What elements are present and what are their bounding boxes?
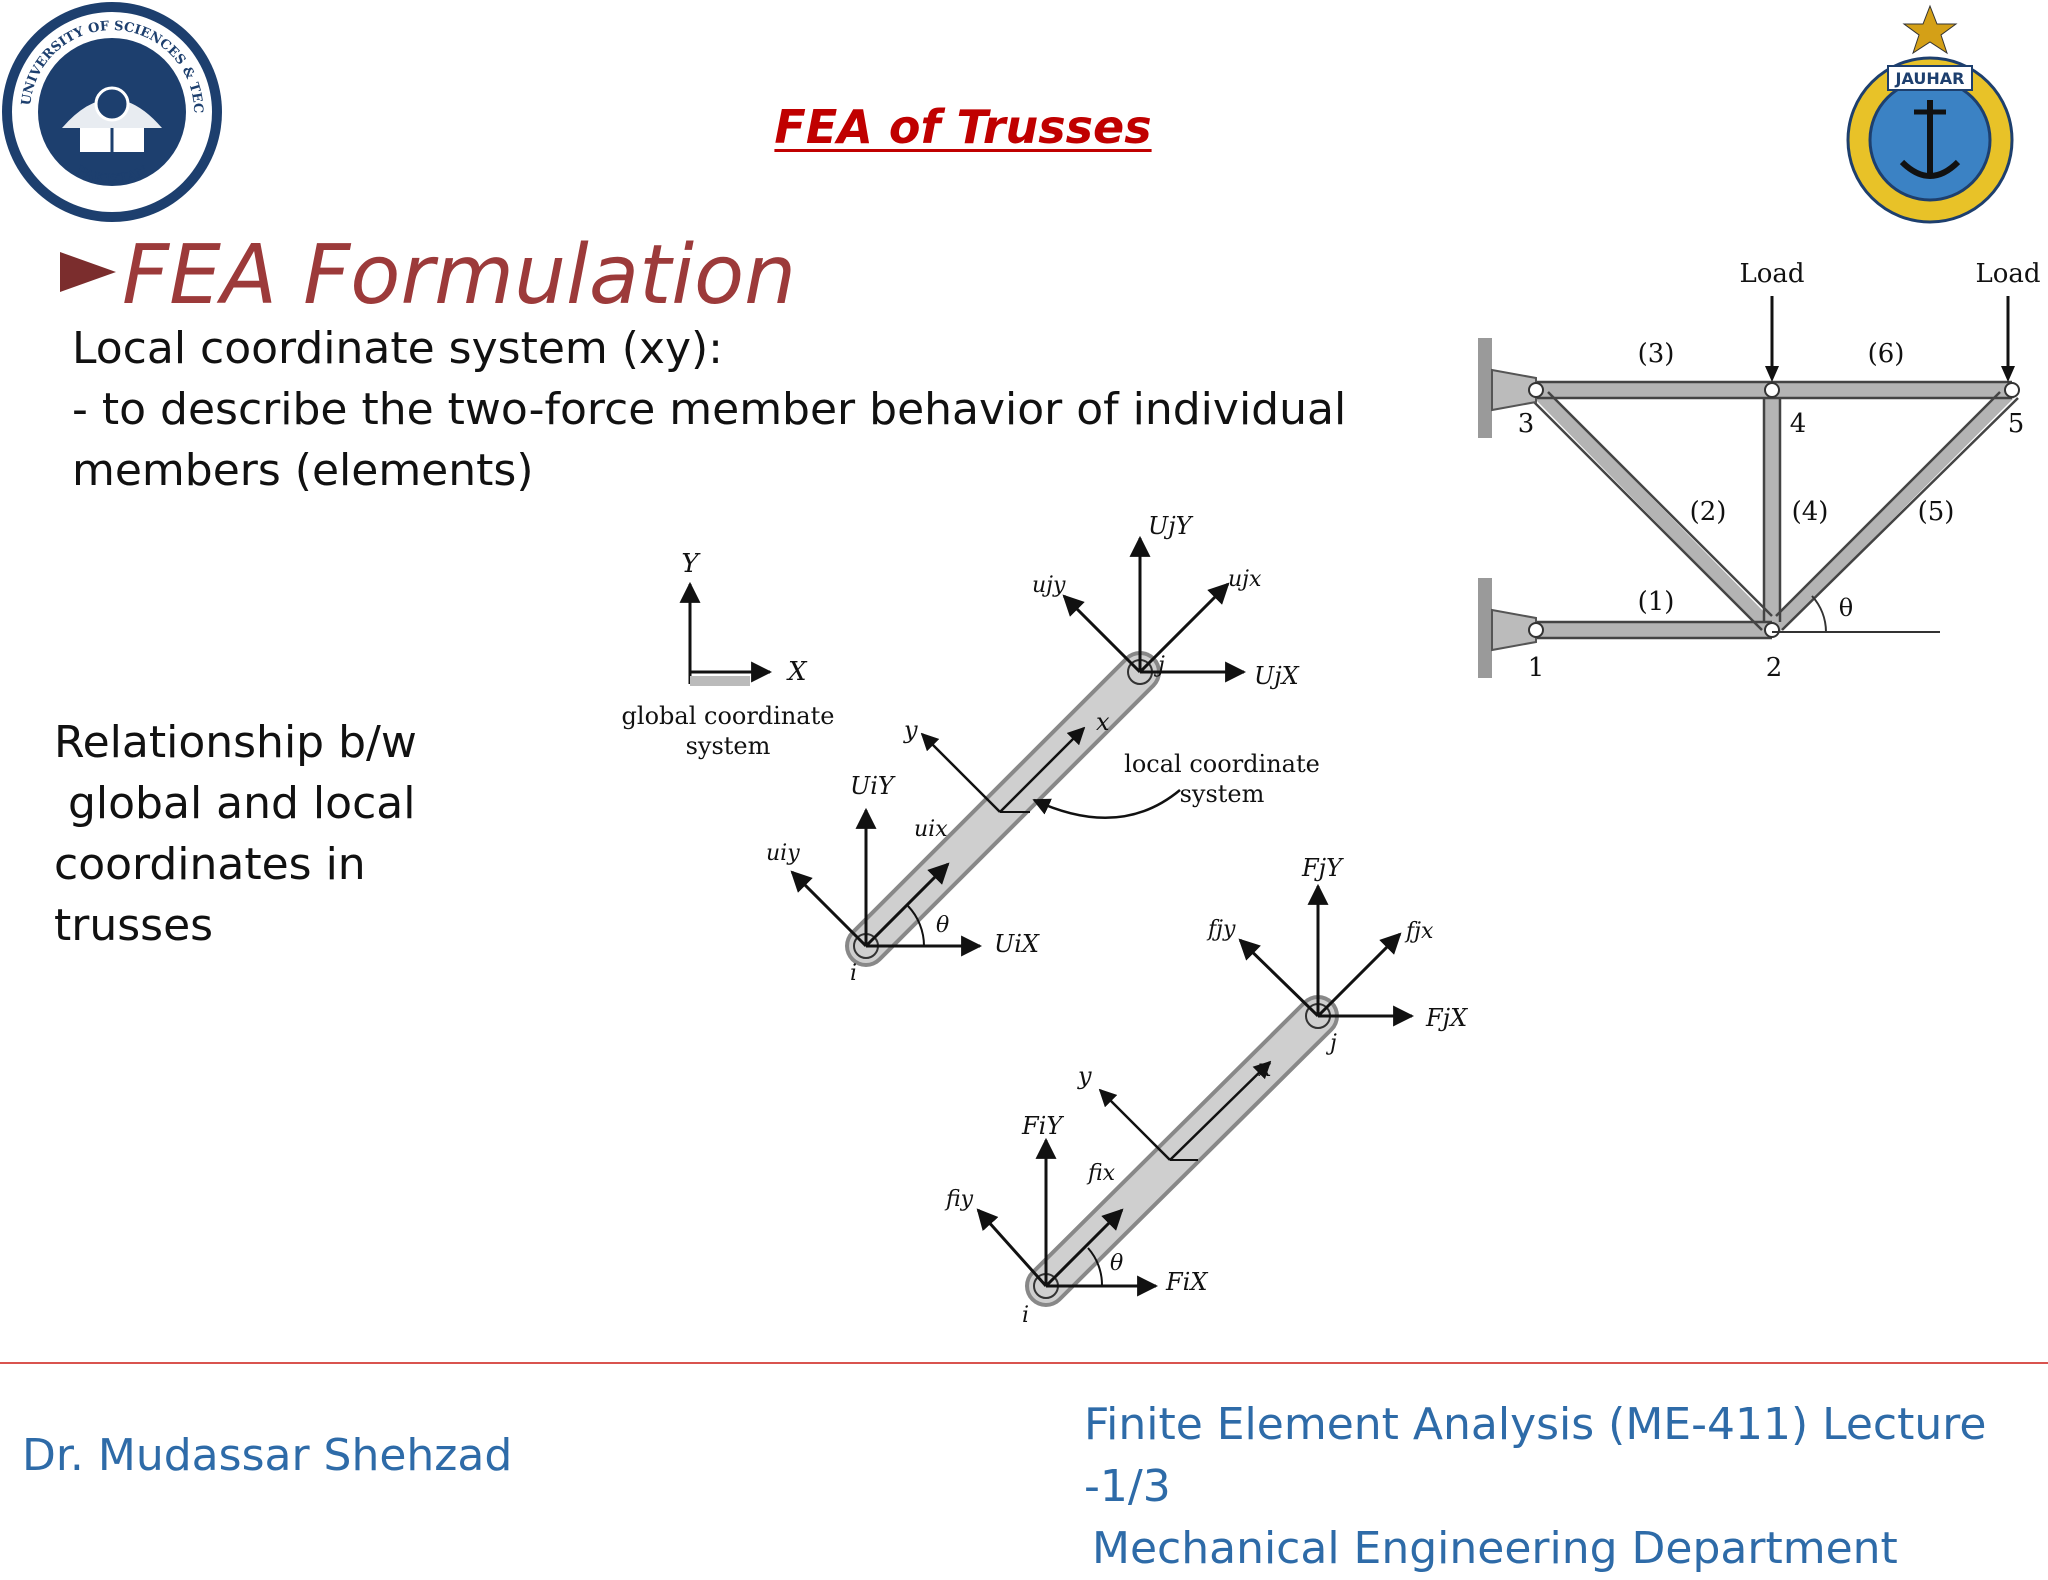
load-label: Load [1975, 259, 2040, 289]
side-note-line: global and local [54, 778, 416, 829]
paragraph-line: Local coordinate system (xy): [72, 323, 723, 374]
theta-label: θ [1110, 1251, 1123, 1276]
intro-paragraph: Local coordinate system (xy): - to descr… [72, 318, 1372, 501]
node-label: 2 [1766, 653, 1783, 683]
UjY-label: UjY [1148, 512, 1194, 540]
local-caption-line: local coordinate [1124, 750, 1320, 778]
local-y-label: y [903, 716, 918, 744]
arrow-bullet-icon [60, 251, 116, 292]
angle-label: θ [1839, 594, 1853, 622]
heading-text: FEA Formulation [122, 228, 797, 323]
department-name: Mechanical Engineering Department [1092, 1523, 1898, 1574]
node-label: 5 [2008, 409, 2025, 439]
ujx-label: ujx [1228, 567, 1262, 592]
side-note-line: Relationship b/w [54, 717, 417, 768]
truss-diagram: Load Load (1) (2) (3) (4) (5) (6) 1 2 3 … [1478, 259, 2041, 683]
node-i-label: i [1022, 1303, 1029, 1328]
UiY-label: UiY [850, 772, 896, 800]
global-caption-line: system [686, 732, 771, 760]
nust-logo: NATIONAL UNIVERSITY OF SCIENCES & TECHNO… [0, 0, 222, 222]
local-y-label: y [1077, 1062, 1092, 1090]
theta-label: θ [936, 913, 949, 938]
side-note-line: trusses [54, 900, 214, 951]
author-name: Dr. Mudassar Shehzad [22, 1430, 513, 1481]
force-diagram: x y FjY fjy fjx FjX j FiY fix fiy FiX θ … [944, 854, 1468, 1328]
member-label: (5) [1918, 497, 1955, 527]
member-label: (4) [1792, 497, 1829, 527]
global-y-axis-label: Y [681, 549, 701, 579]
node-label: 3 [1518, 409, 1535, 439]
local-caption-line: system [1180, 780, 1265, 808]
UjX-label: UjX [1254, 662, 1300, 690]
jauhar-banner-text: JAUHAR [1895, 69, 1965, 88]
local-x-label: x [1258, 1054, 1272, 1082]
course-info: Finite Element Analysis (ME-411) Lecture… [1084, 1394, 2048, 1580]
node-i-label: i [850, 961, 857, 986]
member-label: (1) [1638, 587, 1675, 617]
local-x-label: x [1096, 708, 1110, 736]
member-label: (3) [1638, 339, 1675, 369]
side-note: Relationship b/w global and local coordi… [54, 712, 474, 956]
FiX-label: FiX [1165, 1268, 1208, 1296]
member-label: (6) [1868, 339, 1905, 369]
ujy-label: ujy [1032, 573, 1066, 598]
fjx-label: fjx [1404, 919, 1434, 944]
uiy-label: uiy [766, 841, 800, 866]
uix-label: uix [914, 817, 948, 842]
jauhar-logo: JAUHAR [1846, 4, 2014, 224]
FiY-label: FiY [1021, 1112, 1064, 1140]
displacement-diagram: Y X global coordinate system x y local c… [622, 512, 1320, 986]
paragraph-line: members (elements) [72, 445, 534, 496]
FjX-label: FjX [1425, 1004, 1468, 1032]
UiX-label: UiX [994, 930, 1040, 958]
node-label: 1 [1528, 653, 1545, 683]
fix-label: fix [1086, 1161, 1116, 1186]
FjY-label: FjY [1301, 854, 1344, 882]
side-note-line: coordinates in [54, 839, 366, 890]
course-title: Finite Element Analysis (ME-411) Lecture… [1084, 1399, 1987, 1512]
member-label: (2) [1690, 497, 1727, 527]
paragraph-line: - to describe the two-force member behav… [72, 384, 1347, 435]
fjy-label: fjy [1206, 917, 1236, 942]
node-label: 4 [1790, 409, 1807, 439]
fiy-label: fiy [944, 1187, 974, 1212]
global-x-axis-label: X [786, 657, 808, 687]
section-heading: FEA Formulation [60, 228, 796, 323]
slide-title: FEA of Trusses [774, 100, 1152, 154]
load-label: Load [1739, 259, 1804, 289]
footer-divider [0, 1362, 2048, 1364]
global-caption-line: global coordinate [622, 702, 835, 730]
